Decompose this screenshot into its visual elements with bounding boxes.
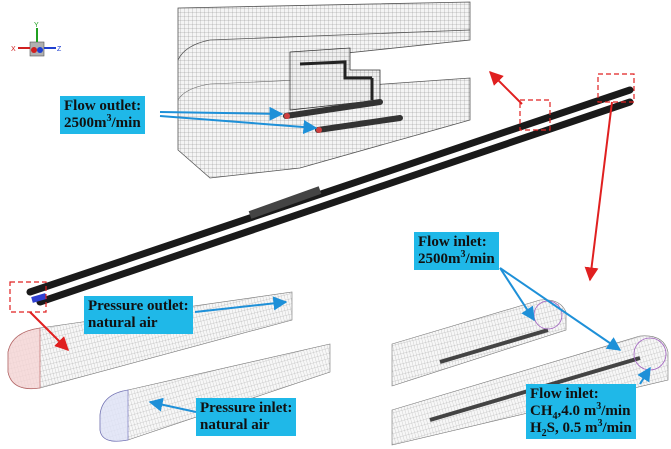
pressure-inlet-label: Pressure inlet: natural air xyxy=(196,398,297,436)
flow-outlet-line2: 2500m3/min xyxy=(64,113,141,132)
pressure-inlet-line1: Pressure inlet: xyxy=(200,400,293,416)
axes-triad: Y X Z xyxy=(10,20,70,70)
y-axis-label: Y xyxy=(34,22,39,29)
flow-inlet-top-line2: 2500m3/min xyxy=(418,249,495,268)
flow-inlet-bottom-line2: CH4,4.0 m3/min xyxy=(530,401,631,422)
inlet-callout-box xyxy=(597,73,635,103)
flow-inlet-top-line1: Flow inlet: xyxy=(418,234,487,250)
callout-boxes xyxy=(9,73,635,313)
outlet-callout-box xyxy=(9,281,47,313)
bottom-left-inset-mesh xyxy=(7,291,331,442)
pressure-outlet-line2: natural air xyxy=(88,315,158,331)
pressure-inlet-line2: natural air xyxy=(200,417,270,433)
flow-outlet-label: Flow outlet: 2500m3/min xyxy=(60,96,146,134)
blue-arrows xyxy=(148,106,651,413)
main-tunnels xyxy=(26,86,634,306)
junction-callout-box xyxy=(519,99,551,131)
pressure-outlet-line1: Pressure outlet: xyxy=(88,298,189,314)
flow-inlet-top-label: Flow inlet: 2500m3/min xyxy=(414,232,499,270)
z-axis-label: Z xyxy=(57,46,62,53)
flow-inlet-bottom-line1: Flow inlet: xyxy=(530,386,599,402)
top-inset-mesh xyxy=(177,1,471,179)
flow-inlet-bottom-line3: H2S, 0.5 m3/min xyxy=(530,418,632,439)
flow-inlet-bottom-label: Flow inlet: CH4,4.0 m3/min H2S, 0.5 m3/m… xyxy=(526,384,636,439)
red-arrows xyxy=(29,71,613,351)
pressure-outlet-label: Pressure outlet: natural air xyxy=(84,296,193,334)
x-axis-label: X xyxy=(11,46,16,53)
flow-outlet-line1: Flow outlet: xyxy=(64,98,142,114)
